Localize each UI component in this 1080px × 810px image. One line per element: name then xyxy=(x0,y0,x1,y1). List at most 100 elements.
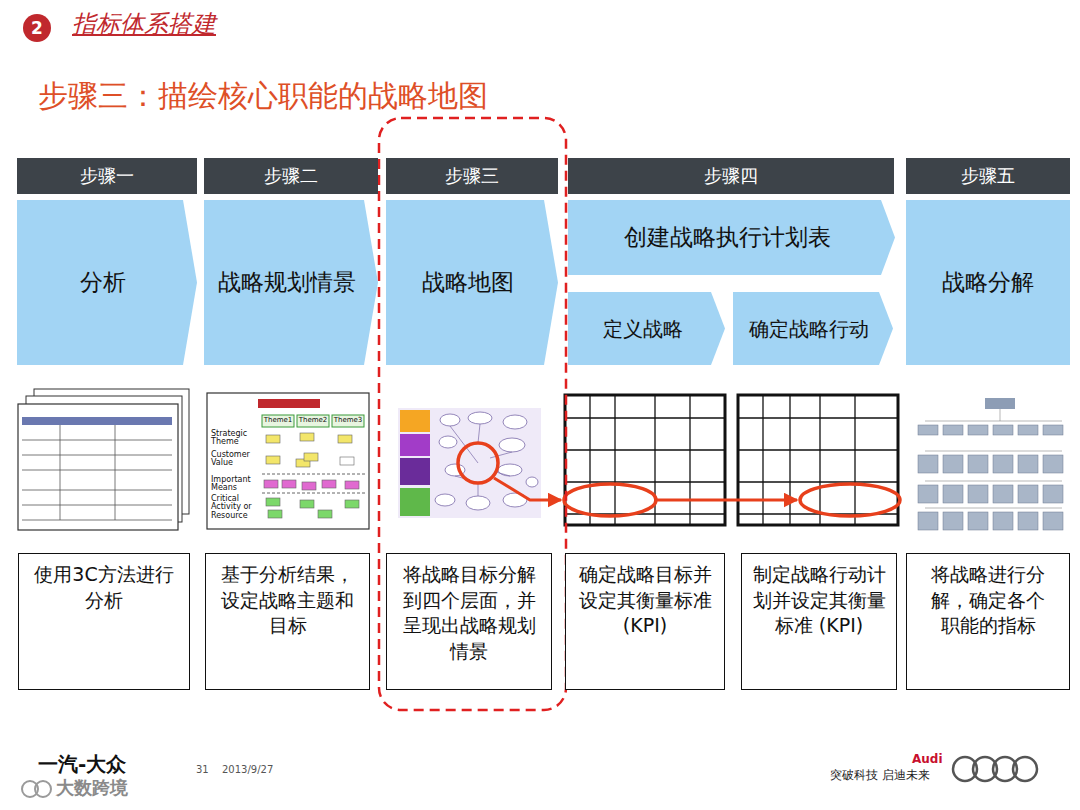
grid-line xyxy=(565,449,725,450)
stage-chevron-text: 战略地图 xyxy=(394,269,542,297)
description-box-text: 确定战略目标并 设定其衡量标准 (KPI) xyxy=(574,562,716,639)
step-header-text: 步骤四 xyxy=(576,165,886,187)
chevron-fill xyxy=(17,200,197,365)
step-header: 步骤四 xyxy=(568,158,894,194)
grid-line xyxy=(738,449,898,450)
step-header-text: 步骤二 xyxy=(212,165,370,187)
description-box: 使用3C方法进行 分析 xyxy=(18,553,190,690)
step-header: 步骤一 xyxy=(17,158,197,194)
scenario-item xyxy=(302,482,316,490)
strategy-map-picture xyxy=(398,408,541,518)
tree-box xyxy=(943,425,963,435)
step-header: 步骤二 xyxy=(204,158,378,194)
grid-line xyxy=(789,395,790,525)
tree-box xyxy=(968,425,988,435)
scenario-item xyxy=(345,481,359,489)
tree-line xyxy=(925,451,1062,452)
chevron-fill xyxy=(204,200,378,365)
scenario-item xyxy=(300,500,314,508)
map-bubble xyxy=(499,438,525,452)
grid-line xyxy=(22,455,172,456)
tree-box xyxy=(993,485,1013,503)
tree-box xyxy=(1043,512,1063,530)
chevron-fill xyxy=(386,200,558,365)
layer-bar xyxy=(400,458,430,485)
map-link xyxy=(478,424,480,443)
badge-disc xyxy=(23,14,51,42)
page-number: 31 xyxy=(196,764,209,776)
scenario-item xyxy=(304,453,318,461)
map-bubble xyxy=(468,412,492,424)
scenario-item xyxy=(340,457,354,465)
band-fill xyxy=(17,158,197,194)
scenario-items xyxy=(264,433,359,518)
red-arrow xyxy=(657,499,797,502)
scenario-sheet xyxy=(207,393,369,529)
scenario-item xyxy=(318,510,332,518)
description-box: 确定战略目标并 设定其衡量标准 (KPI) xyxy=(565,553,725,690)
step-header: 步骤三 xyxy=(386,158,558,194)
node-text-group: 基于分析结果， 设定战略主题和 目标 xyxy=(214,562,361,639)
tree-box xyxy=(968,455,988,473)
tree-box xyxy=(1018,425,1038,435)
node-text-group: 步骤五 xyxy=(914,165,1062,187)
description-box-text: 将战略进行分 解，确定各个 职能的指标 xyxy=(915,562,1061,639)
band-fill xyxy=(204,158,378,194)
logo-ring xyxy=(35,781,51,797)
grid-line xyxy=(589,395,590,525)
tree-box xyxy=(985,398,1015,409)
sheet xyxy=(18,404,178,530)
sheet-header xyxy=(22,417,172,425)
band-fill xyxy=(386,158,558,194)
scenario-item xyxy=(266,456,280,464)
grid-line xyxy=(22,440,172,441)
node-text-group: 2 xyxy=(31,18,43,38)
scenario-item xyxy=(268,510,282,518)
map-bubble xyxy=(466,496,490,510)
map-link xyxy=(496,472,510,476)
table-frame xyxy=(738,395,898,525)
tree-line xyxy=(925,508,1062,509)
grid-line xyxy=(819,395,820,525)
grid-line xyxy=(22,520,172,521)
node-text-group: 步骤一 xyxy=(25,165,189,187)
stage-chevron: 战略规划情景 xyxy=(204,200,378,365)
tree-box xyxy=(1043,425,1063,435)
layer-bar xyxy=(400,434,430,456)
map-bubble xyxy=(526,477,538,487)
description-box: 将战略进行分 解，确定各个 职能的指标 xyxy=(906,553,1070,690)
chevron-fill xyxy=(733,292,893,365)
map-bubble xyxy=(440,414,460,426)
map-bubble xyxy=(439,436,457,448)
row-label: Customer Value xyxy=(211,451,259,468)
node-text-group: 战略地图 xyxy=(394,269,542,297)
grid-line xyxy=(689,395,690,525)
decomposition-tree xyxy=(918,398,1063,530)
section-heading: 指标体系搭建 xyxy=(72,10,216,39)
chevron-fill xyxy=(568,200,895,275)
audi-rings xyxy=(953,757,1037,781)
tree-box xyxy=(918,455,938,473)
scenario-item xyxy=(300,433,314,441)
theme-label: Theme1 xyxy=(262,417,294,424)
tree-box xyxy=(918,512,938,530)
tree-box xyxy=(943,455,963,473)
ring xyxy=(1013,757,1037,781)
grid-line xyxy=(22,505,172,506)
node-text-group: 确定战略目标并 设定其衡量标准 (KPI) xyxy=(574,562,716,639)
watermark-logo xyxy=(22,781,51,797)
table-frame xyxy=(565,395,725,525)
focus-frame xyxy=(379,118,566,710)
map-link xyxy=(478,483,479,496)
tree-box xyxy=(968,485,988,503)
stage-chevron: 确定战略行动 xyxy=(733,292,893,365)
node-text-group: 使用3C方法进行 分析 xyxy=(27,562,181,613)
chevron-fill xyxy=(568,292,725,365)
node-text-group: 分析 xyxy=(25,269,181,297)
grid-line xyxy=(738,417,898,418)
step-header-text: 步骤三 xyxy=(394,165,550,187)
description-box-text: 将战略目标分解 到四个层面，并 呈现出战略规划 情景 xyxy=(395,562,543,665)
highlight-ellipse xyxy=(800,484,900,516)
tree-box xyxy=(968,512,988,530)
grid-line xyxy=(565,417,725,418)
